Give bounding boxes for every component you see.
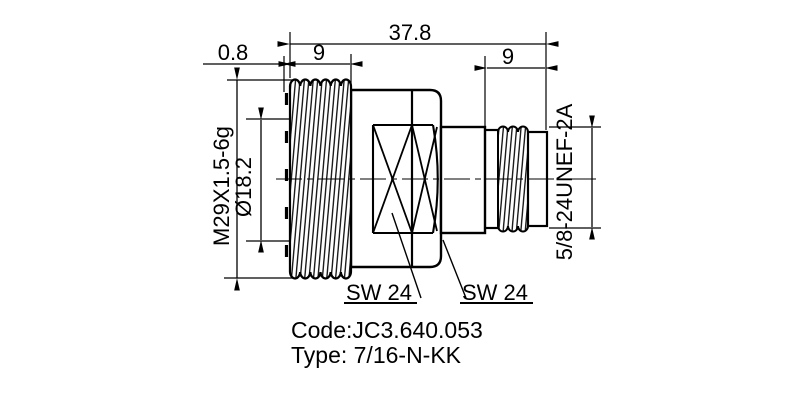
leader-wrench-right	[442, 239, 467, 299]
label-wrench-right: SW 24	[462, 280, 528, 305]
dim-washer-thickness: 0.8	[218, 40, 249, 65]
label-left-thread-spec: M29X1.5-6g	[209, 126, 234, 246]
leader-wrench-left	[391, 212, 422, 299]
label-bore-diameter: Ø18.2	[231, 157, 256, 217]
leader-lines	[344, 212, 533, 304]
label-wrench-left: SW 24	[346, 280, 412, 305]
footer-type: Type: 7/16-N-KK	[291, 342, 462, 368]
dim-overall-length: 37.8	[389, 20, 432, 45]
footer-code: Code:JC3.640.053	[291, 317, 483, 343]
dim-left-thread-length: 9	[313, 40, 325, 65]
dimension-lines	[203, 41, 595, 291]
annotations: 37.8 0.8 9 9 M29X1.5-6g Ø18.2 5/8-24UNEF…	[209, 20, 577, 368]
dim-right-thread-length: 9	[502, 44, 514, 69]
right-hex-section	[439, 125, 487, 235]
label-right-thread-spec: 5/8-24UNEF-2A	[552, 103, 577, 260]
